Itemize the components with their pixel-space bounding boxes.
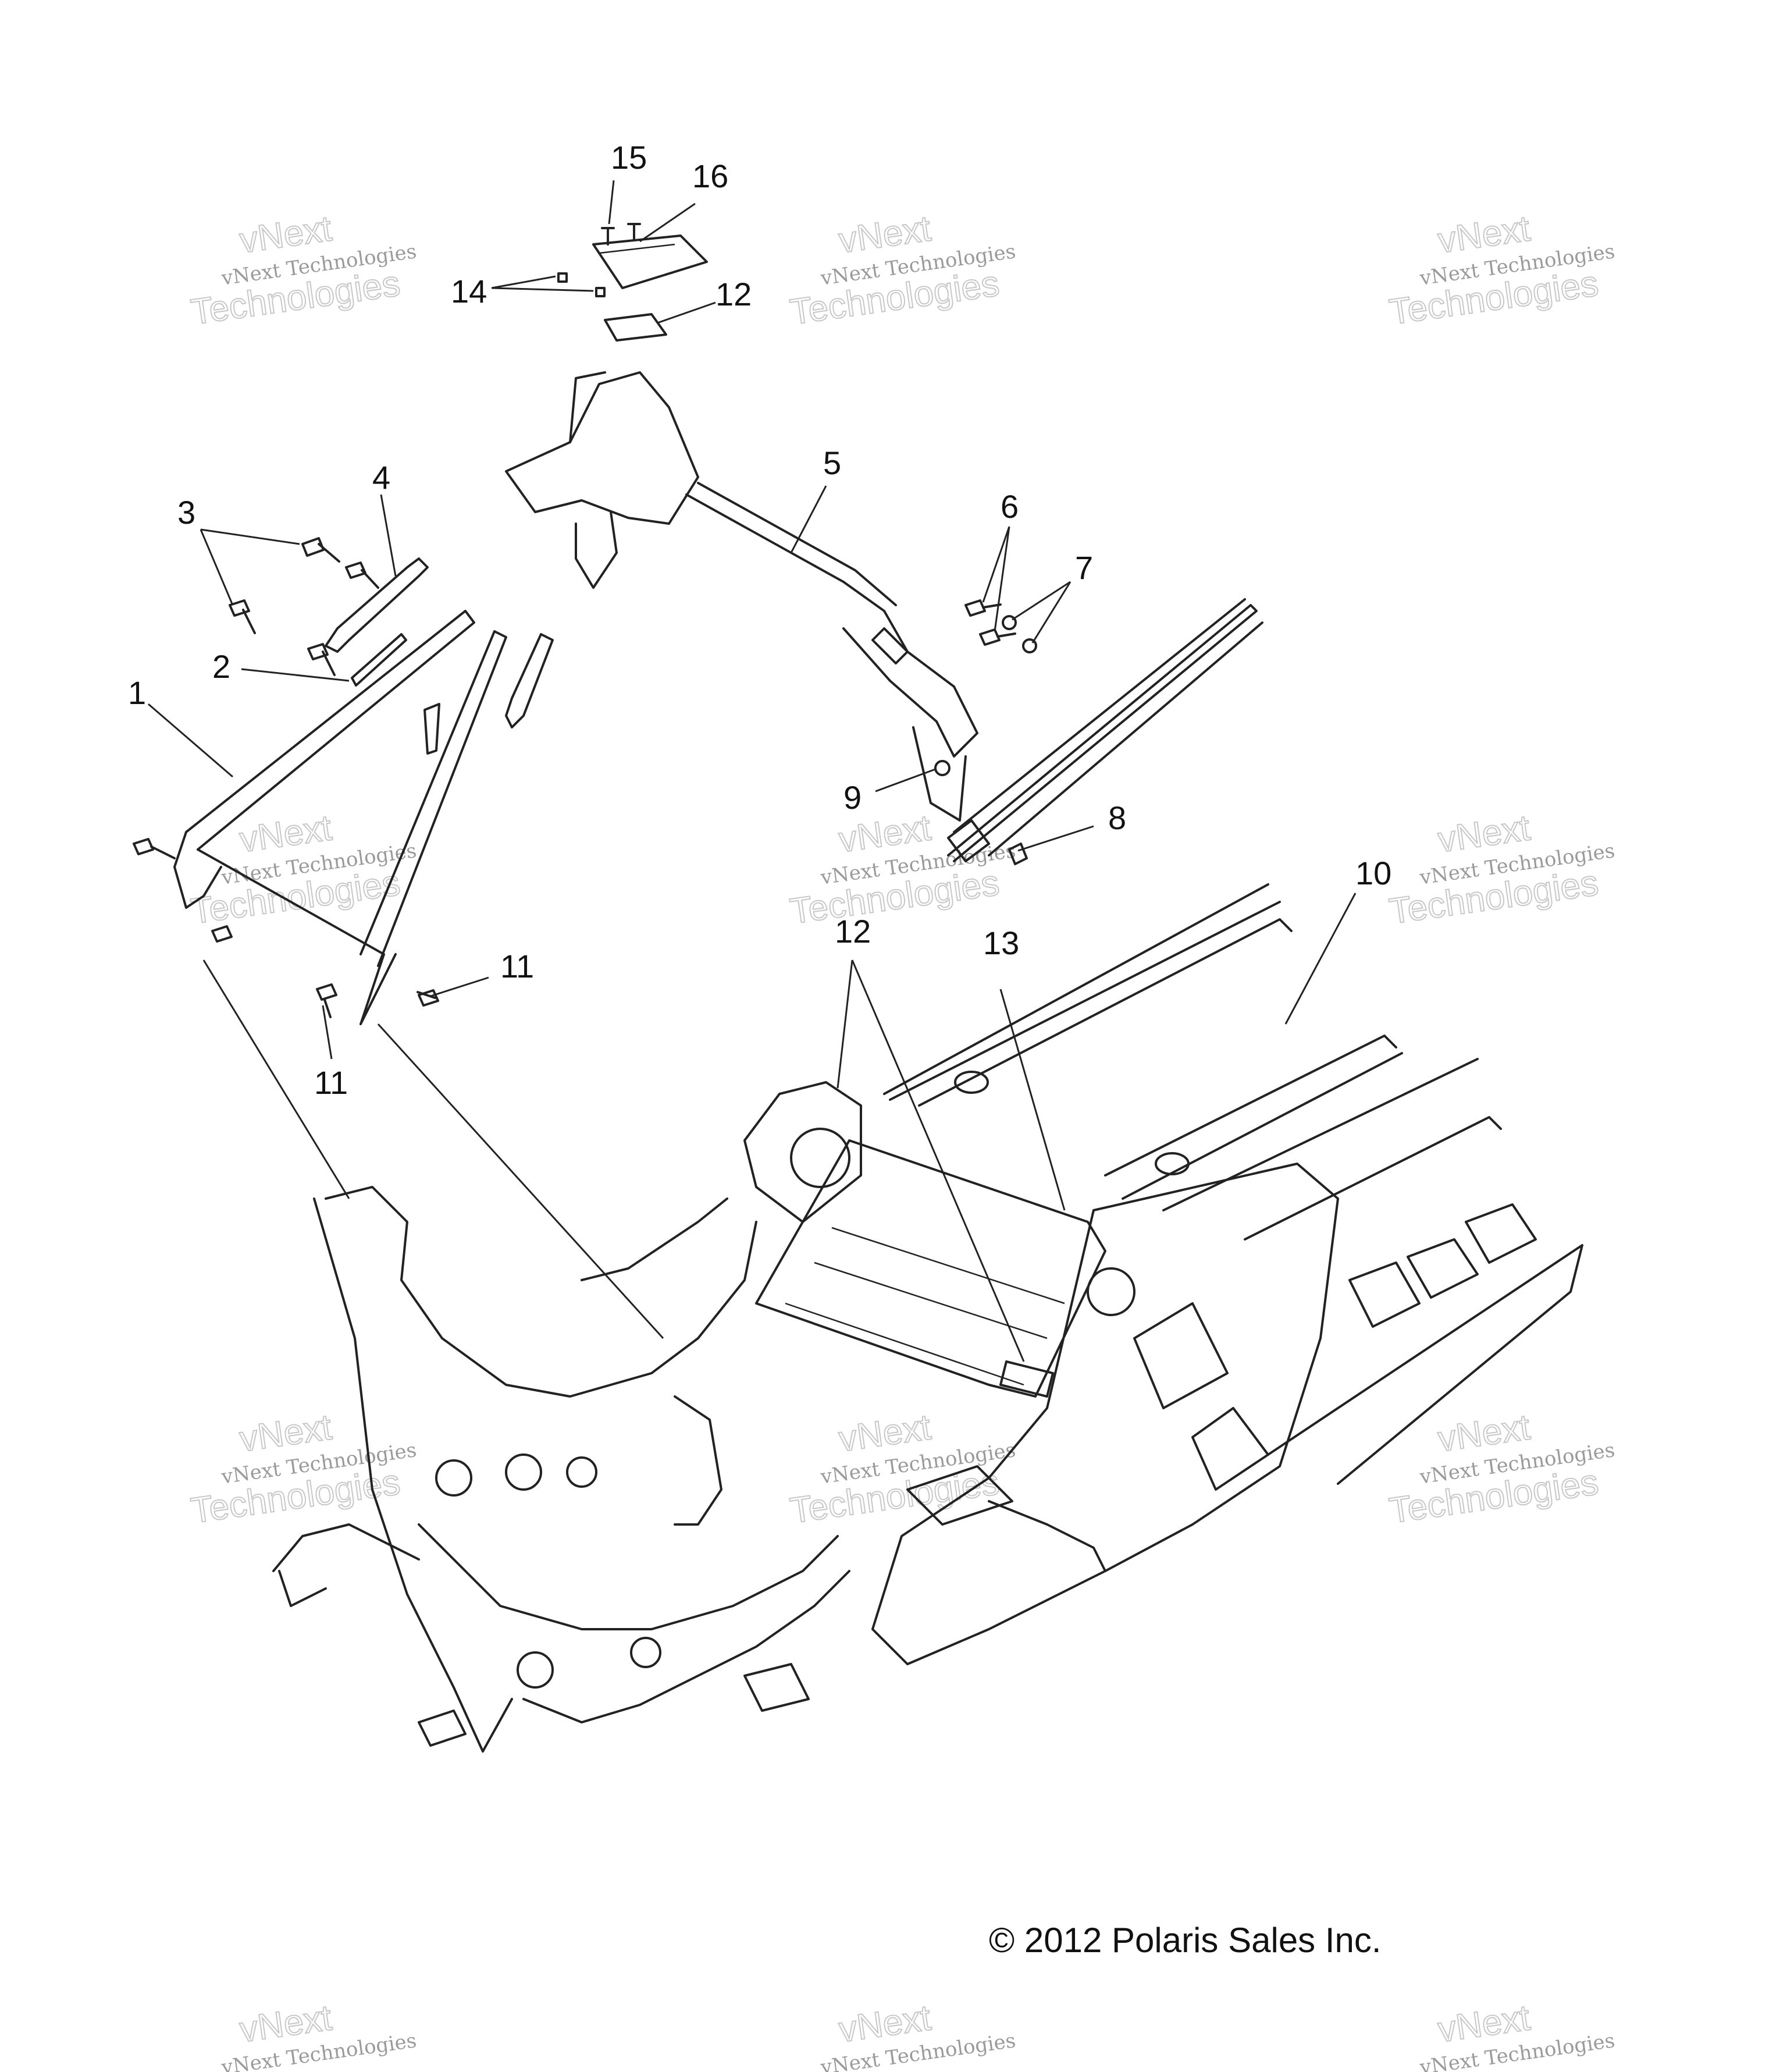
part-8-rail (947, 598, 1263, 865)
main-chassis-frame (272, 1081, 1339, 1753)
watermark: vNext vNext Technologies Technologies (1386, 208, 1616, 333)
callout-11-right: 11 (500, 948, 534, 985)
watermark: vNext vNext Technologies Technologies (787, 208, 1017, 333)
callout-6: 6 (1001, 488, 1019, 525)
watermark: vNext vNext Technologies (219, 1997, 418, 2072)
watermark: vNext vNext Technologies Technologies (188, 1406, 418, 1531)
callout-12-top: 12 (715, 276, 752, 312)
part-5-steering-post (505, 371, 978, 822)
callout-8: 8 (1108, 799, 1126, 836)
callout-4: 4 (372, 459, 390, 496)
watermark: vNext vNext Technologies Technologies (188, 807, 418, 932)
part-14-clips (557, 272, 606, 297)
callout-7: 7 (1075, 549, 1093, 586)
watermark: vNext vNext Technologies Technologies (1386, 807, 1616, 932)
callout-13: 13 (983, 925, 1019, 961)
copyright-notice: © 2012 Polaris Sales Inc. (989, 1921, 1382, 1960)
callout-9: 9 (843, 779, 862, 816)
leader-lines (148, 180, 1357, 1362)
part-7-nuts (1002, 615, 1037, 653)
part-1-front-frame (133, 610, 554, 1025)
part-9-nut (934, 760, 951, 776)
callout-16: 16 (692, 158, 728, 194)
watermark: vNext vNext Technologies Technologies (188, 208, 418, 333)
part-10-chassis (883, 883, 1583, 1485)
watermark: vNext vNext Technologies (818, 1997, 1017, 2072)
part-16-plate (592, 234, 708, 289)
callout-11-lower: 11 (314, 1064, 348, 1101)
callout-1: 1 (128, 674, 146, 711)
part-6-bolts (964, 599, 1016, 646)
part-12-pad (604, 313, 667, 342)
part-4-strut (325, 557, 429, 653)
watermark: vNext vNext Technologies Technologies (1386, 1406, 1616, 1531)
callout-15: 15 (611, 139, 647, 176)
callout-5: 5 (823, 445, 841, 481)
watermark: vNext vNext Technologies (1418, 1997, 1616, 2072)
part-15-screws (601, 223, 641, 246)
callout-14: 14 (451, 273, 487, 310)
part-13-heat-exchanger (755, 1139, 1106, 1398)
part-3-bolts (229, 537, 379, 676)
callout-3: 3 (177, 494, 195, 531)
callout-12-lower: 12 (835, 913, 871, 950)
callout-10: 10 (1355, 855, 1391, 891)
watermark: vNext vNext Technologies Technologies (787, 807, 1017, 932)
callout-2: 2 (212, 648, 230, 685)
part-2-rod (351, 633, 407, 687)
watermark-group: vNext vNext Technologies Technologies vN… (188, 208, 1616, 2072)
callout-labels: 15 16 14 12 5 3 4 6 7 2 1 9 8 10 12 13 1… (128, 139, 1391, 1101)
